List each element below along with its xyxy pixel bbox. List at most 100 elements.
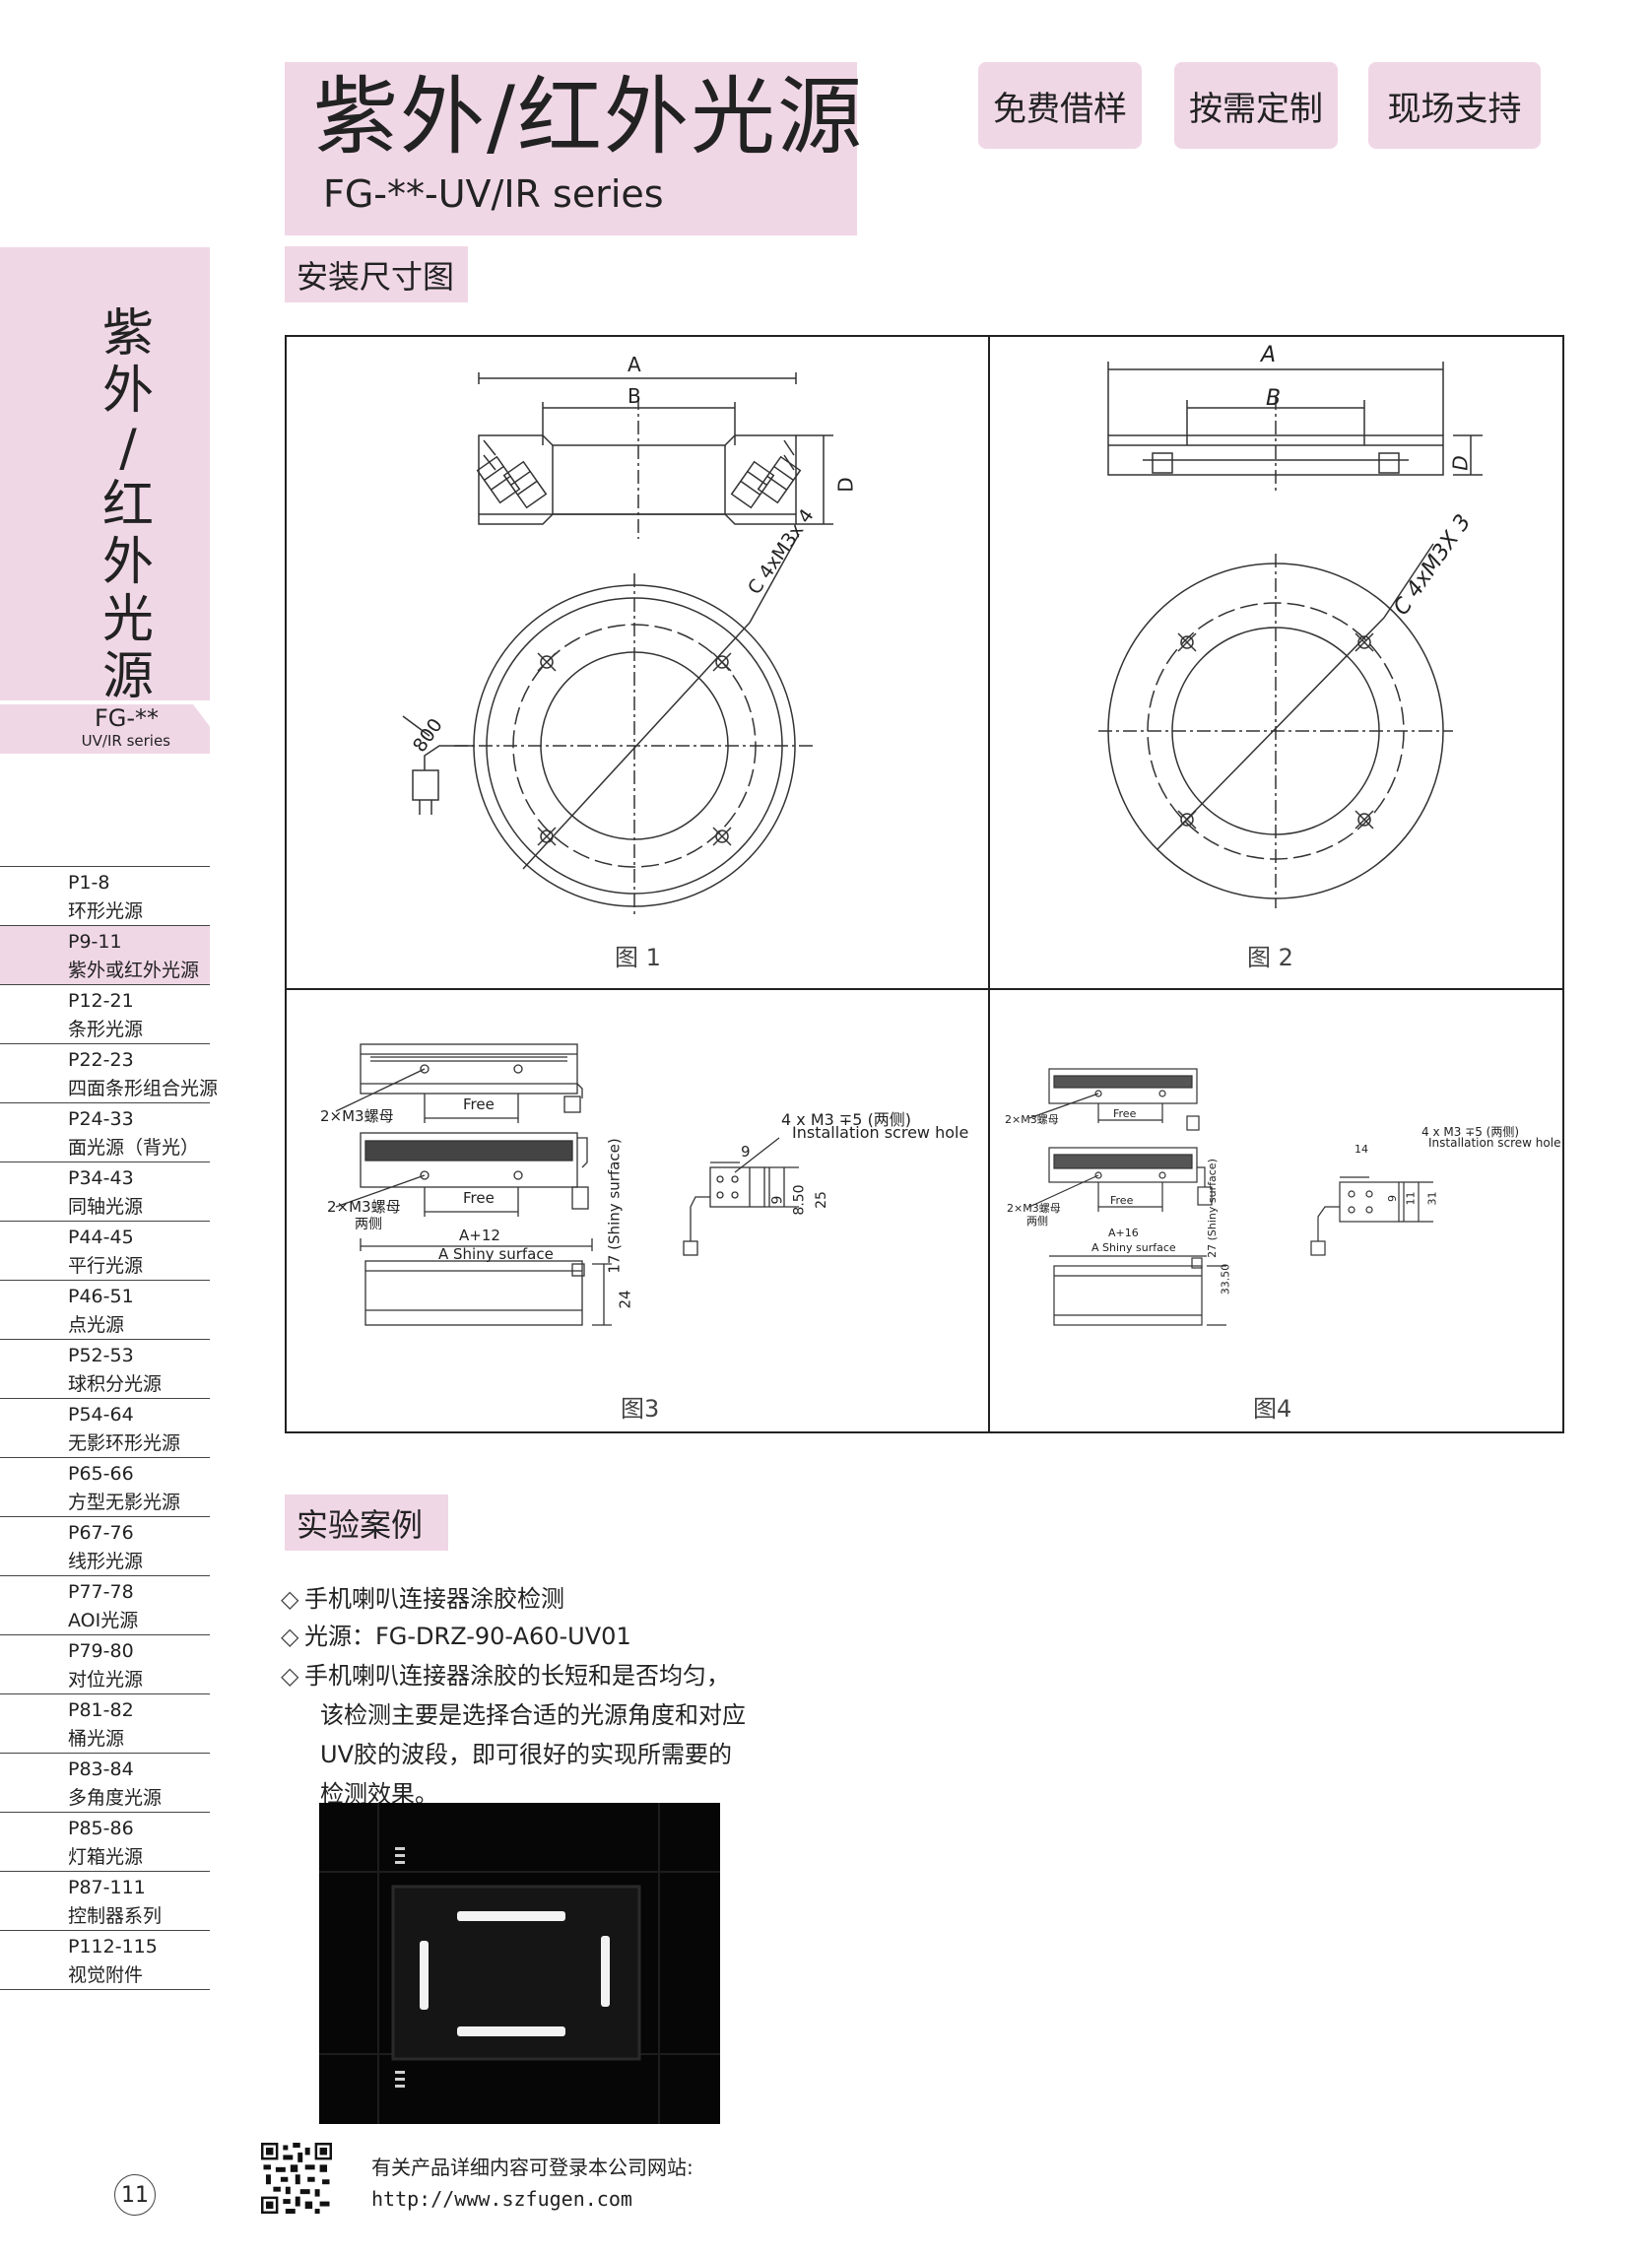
fig3-d9b: 9	[769, 1195, 786, 1205]
diamond-bullet-icon: ◇	[281, 1585, 299, 1613]
sidebar-nav-name: 无影环形光源	[68, 1432, 181, 1454]
sidebar-nav-name: 视觉附件	[68, 1964, 144, 1986]
fig4-d31: 31	[1425, 1191, 1439, 1206]
sidebar-series-tab: FG-** UV/IR series	[0, 704, 210, 754]
sidebar-nav-pages: P81-82	[68, 1699, 134, 1721]
fig3-nut2-label: 2×M3螺母	[327, 1198, 401, 1216]
fig4-nut2-label: 2×M3螺母	[1007, 1202, 1061, 1215]
diamond-bullet-icon: ◇	[281, 1662, 299, 1690]
sidebar-nav-pages: P54-64	[68, 1404, 134, 1426]
sidebar-nav-name: 点光源	[68, 1314, 125, 1336]
sidebar-nav-pages: P9-11	[68, 931, 122, 953]
fig3-screw-label: 4 x M3 ∓5 (两侧)	[781, 1110, 912, 1129]
fig3-nut1-label: 2×M3螺母	[320, 1107, 394, 1125]
tag-custom[interactable]: 按需定制	[1174, 62, 1338, 149]
sidebar-nav-name: 灯箱光源	[68, 1846, 144, 1868]
sidebar-nav-name: 平行光源	[68, 1255, 144, 1277]
sidebar-nav-pages: P34-43	[68, 1167, 134, 1189]
sidebar-nav-pages: P77-78	[68, 1581, 134, 1603]
sidebar-nav-item[interactable]: P85-86 灯箱光源	[0, 1813, 210, 1872]
fig3-width-label: A+12	[459, 1227, 500, 1244]
fig4-screw-en-label: Installation screw hole	[1428, 1136, 1561, 1150]
fig1-dim-d: D	[833, 477, 858, 493]
sidebar-nav-pages: P83-84	[68, 1759, 134, 1780]
fig4-width-label: A+16	[1108, 1227, 1139, 1239]
fig2-dim-a: A	[1261, 343, 1277, 367]
sidebar-nav-item[interactable]: P79-80 对位光源	[0, 1635, 210, 1694]
sidebar-nav-item[interactable]: P1-8 环形光源	[0, 867, 210, 926]
figure-1-drawing	[402, 372, 833, 918]
sidebar-nav-item[interactable]: P34-43 同轴光源	[0, 1162, 210, 1222]
fig1-dim-b: B	[628, 384, 641, 408]
fig3-caption: 图3	[621, 1395, 660, 1423]
sidebar-nav-item[interactable]: P44-45 平行光源	[0, 1222, 210, 1281]
sidebar-nav-name: 紫外或红外光源	[68, 960, 200, 981]
fig4-surface-label: A Shiny surface	[1091, 1241, 1176, 1254]
footer-website-link[interactable]: http://www.szfugen.com	[371, 2187, 632, 2211]
sidebar-nav-pages: P52-53	[68, 1345, 134, 1366]
sidebar-nav-name: 对位光源	[68, 1669, 144, 1691]
sidebar-nav-pages: P46-51	[68, 1286, 134, 1307]
sidebar-nav-pages: P65-66	[68, 1463, 134, 1485]
page-title: 紫外/红外光源	[313, 68, 864, 166]
sidebar-nav-name: 同轴光源	[68, 1196, 144, 1218]
fig4-caption: 图4	[1253, 1395, 1292, 1423]
case-heading: 实验案例	[285, 1494, 448, 1551]
diamond-bullet-icon: ◇	[281, 1623, 299, 1650]
fig4-nut1-label: 2×M3螺母	[1005, 1113, 1059, 1126]
sidebar-nav-item[interactable]: P12-21 条形光源	[0, 985, 210, 1044]
case-bullet-1-text: 手机喇叭连接器涂胶检测	[304, 1585, 564, 1613]
figure-4-drawing	[1028, 1068, 1433, 1326]
sidebar-nav-name: 线形光源	[68, 1551, 144, 1572]
fig4-d9: 9	[1386, 1195, 1399, 1202]
sidebar-nav-name: 桶光源	[68, 1728, 125, 1750]
sidebar-nav-item[interactable]: P9-11 紫外或红外光源	[0, 926, 210, 985]
sidebar-nav-pages: P79-80	[68, 1640, 134, 1662]
sidebar-nav-pages: P87-111	[68, 1877, 146, 1898]
grid-divider-horizontal	[285, 988, 1564, 990]
fig4-free2-label: Free	[1110, 1194, 1134, 1207]
grid-divider-vertical	[988, 335, 990, 1433]
tag-free-sample[interactable]: 免费借样	[978, 62, 1142, 149]
sidebar-nav-name: AOI光源	[68, 1610, 139, 1631]
sidebar-nav-item[interactable]: P54-64 无影环形光源	[0, 1399, 210, 1458]
sidebar-nav-item[interactable]: P46-51 点光源	[0, 1281, 210, 1340]
fig4-d11: 11	[1404, 1191, 1418, 1206]
case-bullet-2-text: 光源：FG-DRZ-90-A60-UV01	[304, 1623, 631, 1650]
tag-onsite-support[interactable]: 现场支持	[1368, 62, 1541, 149]
fig1-caption: 图 1	[615, 944, 661, 971]
case-bullet-1: ◇手机喇叭连接器涂胶检测	[281, 1579, 564, 1614]
fig2-dim-b: B	[1266, 386, 1282, 411]
sidebar-nav-name: 面光源（背光）	[68, 1137, 200, 1159]
case-bullet-3: ◇手机喇叭连接器涂胶的长短和是否均匀，	[281, 1656, 730, 1691]
fig4-screw-label: 4 x M3 ∓5 (两侧)	[1421, 1125, 1520, 1139]
fig3-d25: 25	[813, 1191, 829, 1209]
sidebar-nav-pages: P44-45	[68, 1227, 134, 1248]
fig4-free1-label: Free	[1113, 1107, 1137, 1120]
sidebar-nav-item[interactable]: P81-82 桶光源	[0, 1694, 210, 1754]
case-paragraph-line-2: UV胶的波段，即可很好的实现所需要的	[320, 1741, 732, 1768]
sidebar-nav-pages: P1-8	[68, 872, 110, 894]
qr-code-icon	[261, 2143, 332, 2214]
fig2-caption: 图 2	[1247, 944, 1293, 971]
title-box	[285, 62, 857, 235]
sidebar-nav-pages: P85-86	[68, 1818, 134, 1839]
sidebar-nav-name: 控制器系列	[68, 1905, 163, 1927]
sidebar-nav-name: 条形光源	[68, 1019, 144, 1040]
fig3-surface-label: A Shiny surface	[438, 1245, 554, 1263]
page-number: 11	[114, 2174, 156, 2216]
fig3-free1-label: Free	[463, 1095, 495, 1113]
sidebar-series-label: FG-**	[94, 704, 159, 732]
sidebar-nav-pages: P12-21	[68, 990, 134, 1012]
fig3-d850: 8.50	[791, 1184, 808, 1216]
sidebar-nav-name: 环形光源	[68, 900, 144, 922]
sidebar-nav-item[interactable]: P87-111 控制器系列	[0, 1872, 210, 1931]
